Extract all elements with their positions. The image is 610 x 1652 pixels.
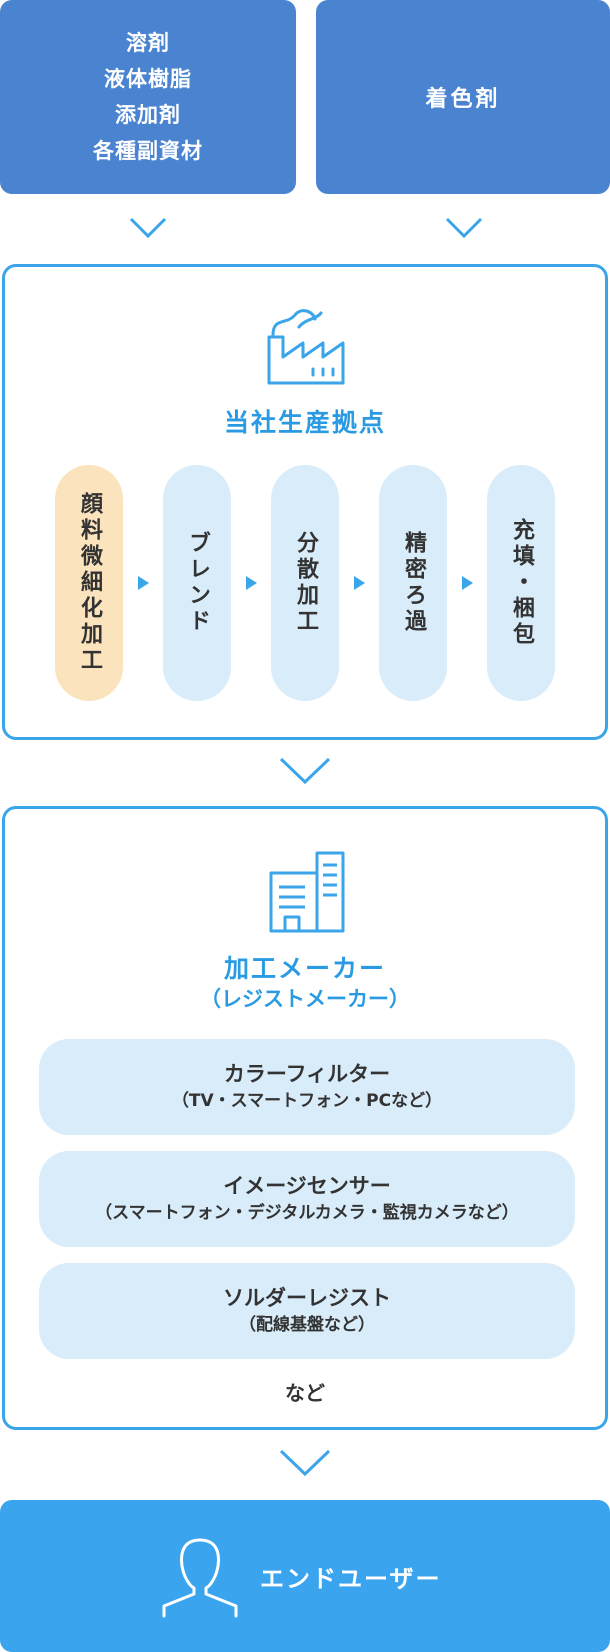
etc-label: など	[285, 1381, 325, 1405]
application-item: イメージセンサー （スマートフォン・デジタルカメラ・監視カメラなど）	[39, 1151, 575, 1247]
application-item: ソルダーレジスト （配線基盤など）	[39, 1263, 575, 1359]
process-step: 顔料微細化加工	[55, 465, 123, 701]
process-step: 分散加工	[271, 465, 339, 701]
colorant-box: 着色剤	[316, 0, 610, 194]
application-item: カラーフィルター （TV・スマートフォン・PCなど）	[39, 1039, 575, 1135]
chevron-down-icon	[278, 1448, 332, 1478]
triangle-right-icon	[246, 576, 257, 590]
application-sub: （配線基盤など）	[239, 1315, 375, 1335]
process-step-label: 充填・梱包	[509, 518, 534, 648]
process-step-label: ブレンド	[185, 531, 210, 635]
production-title: 当社生産拠点	[223, 408, 386, 437]
user-icon	[158, 1536, 242, 1622]
end-user-bar: エンドユーザー	[0, 1500, 610, 1652]
process-step-label: 分散加工	[293, 531, 318, 635]
materials-list: 溶剤 液体樹脂 添加剤 各種副資材	[93, 25, 203, 169]
material-item: 各種副資材	[93, 139, 203, 163]
colorant-label: 着色剤	[425, 87, 501, 112]
process-step-label: 顔料微細化加工	[77, 492, 102, 674]
triangle-right-icon	[138, 576, 149, 590]
chevron-down-icon	[444, 216, 484, 240]
application-sub: （TV・スマートフォン・PCなど）	[171, 1091, 443, 1111]
application-title: カラーフィルター	[223, 1062, 391, 1086]
triangle-right-icon	[354, 576, 365, 590]
factory-icon	[265, 305, 349, 389]
processor-panel: 加工メーカー （レジストメーカー） カラーフィルター （TV・スマートフォン・P…	[2, 806, 608, 1430]
application-title: イメージセンサー	[223, 1174, 391, 1198]
material-item: 溶剤	[126, 31, 170, 55]
application-sub: （スマートフォン・デジタルカメラ・監視カメラなど）	[95, 1203, 519, 1223]
process-step-label: 精密ろ過	[401, 531, 426, 635]
process-step: 精密ろ過	[379, 465, 447, 701]
material-item: 液体樹脂	[104, 67, 192, 91]
application-title: ソルダーレジスト	[223, 1286, 391, 1310]
materials-box: 溶剤 液体樹脂 添加剤 各種副資材	[0, 0, 296, 194]
chevron-down-icon	[128, 216, 168, 240]
end-user-label: エンドユーザー	[260, 1565, 442, 1593]
process-step: 充填・梱包	[487, 465, 555, 701]
triangle-right-icon	[462, 576, 473, 590]
building-icon	[265, 849, 349, 937]
processor-title: 加工メーカー	[223, 954, 386, 983]
processor-subtitle: （レジストメーカー）	[200, 987, 410, 1011]
material-item: 添加剤	[115, 103, 181, 127]
production-panel: 当社生産拠点 顔料微細化加工 ブレンド 分散加工 精密ろ過 充填・梱包	[2, 264, 608, 740]
chevron-down-icon	[278, 756, 332, 786]
process-step: ブレンド	[163, 465, 231, 701]
